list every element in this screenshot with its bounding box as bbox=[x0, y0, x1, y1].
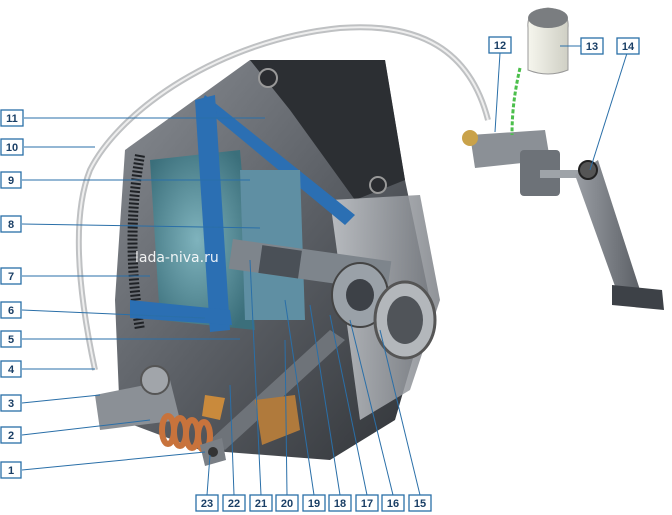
svg-text:14: 14 bbox=[622, 41, 635, 53]
callout-18: 18 bbox=[328, 494, 352, 512]
callout-2: 2 bbox=[0, 426, 22, 444]
svg-text:23: 23 bbox=[201, 498, 213, 510]
fluid-reservoir bbox=[510, 7, 569, 136]
callout-3: 3 bbox=[0, 394, 22, 412]
callout-23: 23 bbox=[195, 494, 219, 512]
svg-text:18: 18 bbox=[334, 498, 346, 510]
svg-text:13: 13 bbox=[586, 41, 598, 53]
svg-text:20: 20 bbox=[281, 498, 293, 510]
svg-text:4: 4 bbox=[8, 364, 15, 376]
callout-21: 21 bbox=[249, 494, 273, 512]
callout-9: 9 bbox=[0, 171, 22, 189]
callout-16: 16 bbox=[381, 494, 405, 512]
release-bearing bbox=[331, 262, 389, 328]
callout-17: 17 bbox=[355, 494, 379, 512]
callout-10: 10 bbox=[0, 138, 24, 156]
callout-22: 22 bbox=[222, 494, 246, 512]
callout-8: 8 bbox=[0, 215, 22, 233]
master-cylinder bbox=[462, 130, 580, 196]
svg-text:3: 3 bbox=[8, 398, 14, 410]
watermark-text: lada-niva.ru bbox=[135, 250, 219, 266]
svg-text:17: 17 bbox=[361, 498, 373, 510]
svg-text:15: 15 bbox=[414, 498, 426, 510]
svg-text:5: 5 bbox=[8, 334, 14, 346]
svg-text:12: 12 bbox=[494, 40, 506, 52]
svg-text:19: 19 bbox=[308, 498, 320, 510]
slave-cylinder bbox=[95, 365, 226, 466]
callout-20: 20 bbox=[275, 494, 299, 512]
svg-text:11: 11 bbox=[6, 113, 18, 125]
callout-4: 4 bbox=[0, 360, 22, 378]
callout-7: 7 bbox=[0, 267, 22, 285]
leader-lines bbox=[21, 45, 629, 496]
svg-text:9: 9 bbox=[8, 175, 14, 187]
svg-text:10: 10 bbox=[6, 142, 18, 154]
callout-13: 13 bbox=[580, 37, 604, 55]
callout-1: 1 bbox=[0, 461, 22, 479]
svg-text:16: 16 bbox=[387, 498, 399, 510]
callout-6: 6 bbox=[0, 301, 22, 319]
gearbox-flange bbox=[373, 280, 437, 360]
clutch-pedal bbox=[575, 160, 664, 310]
svg-text:1: 1 bbox=[8, 465, 14, 477]
svg-text:8: 8 bbox=[8, 219, 14, 231]
svg-text:6: 6 bbox=[8, 305, 14, 317]
svg-text:2: 2 bbox=[8, 430, 14, 442]
svg-text:21: 21 bbox=[255, 498, 267, 510]
callout-5: 5 bbox=[0, 330, 22, 348]
callout-15: 15 bbox=[408, 494, 432, 512]
callout-11: 11 bbox=[0, 109, 24, 127]
release-fork bbox=[202, 330, 345, 450]
svg-text:7: 7 bbox=[8, 271, 14, 283]
svg-text:22: 22 bbox=[228, 498, 240, 510]
callout-12: 12 bbox=[488, 36, 512, 54]
callout-19: 19 bbox=[302, 494, 326, 512]
callout-14: 14 bbox=[616, 37, 640, 55]
